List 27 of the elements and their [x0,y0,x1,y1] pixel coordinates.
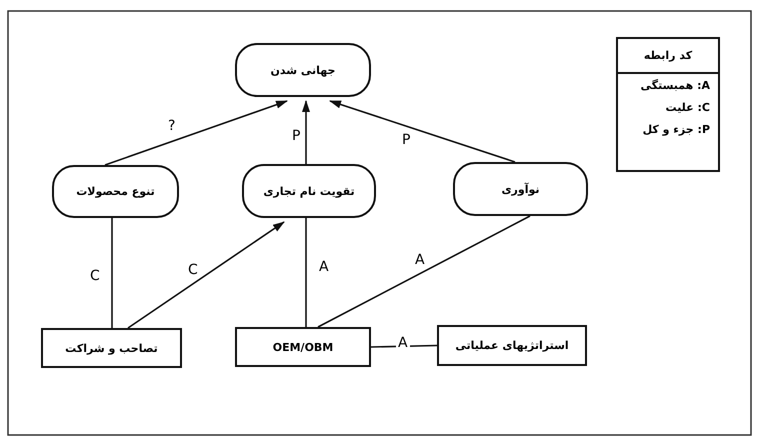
rounded-box [453,162,588,216]
key-entry: A: همبستگی [640,78,711,94]
arrow [302,100,310,164]
connector-line [318,215,530,328]
process-box [41,328,182,368]
process-box [437,325,587,366]
rounded-box [242,164,376,218]
key-entry: P: جزء و کل [642,122,711,138]
arrow [104,100,288,166]
connector-line [370,344,438,348]
connector-line [305,218,307,327]
rounded-box [52,165,179,218]
key-entry: C: علیت [664,100,711,116]
node-label: OEM/OBM [272,340,334,354]
key-box [616,37,720,172]
node-label: جهانی شدن [270,64,336,76]
process-box [235,327,371,367]
node-label: تقویت نام تجاری [263,184,355,198]
node-label: استراتژیهای عملیاتی [455,339,569,352]
arrow [329,100,516,163]
arrow [128,221,285,329]
rounded-box [235,43,371,97]
node-label: تصاحب و شراکت [65,342,158,354]
key-heading: کد رابطه [618,39,718,74]
node-label: نوآوری [501,182,540,196]
connector-line [111,218,113,328]
node-label: تنوع محصولات [76,185,155,198]
